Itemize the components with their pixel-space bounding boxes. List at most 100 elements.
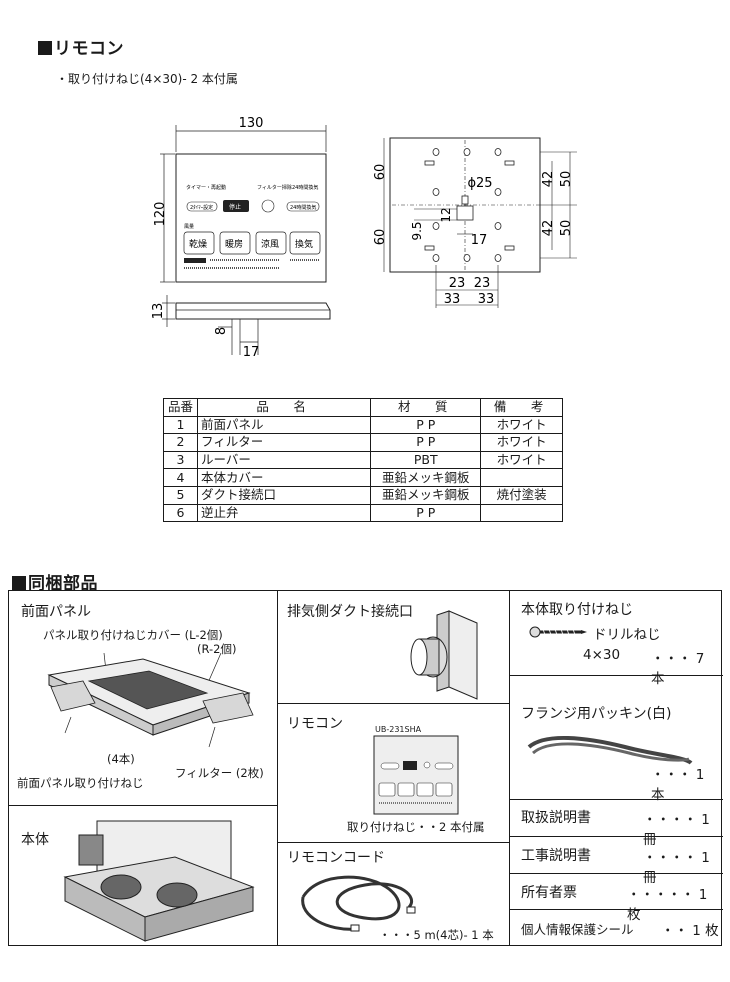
dim-42-upper: 42 [541,171,556,188]
remote-cord-qty: ・・・5 m(4芯)- 1 本 [379,928,494,942]
remote-section-heading: リモコン [38,34,124,59]
row-remark: ホワイト [480,433,563,452]
duct-illustration [410,610,478,700]
row-remark: 焼付塗装 [480,485,563,505]
dim-height-label: 120 [153,202,168,227]
mounting-holes [424,148,515,262]
header-no: 品番 [163,398,198,417]
row-name: ルーバー [196,450,372,470]
front-panel-illustration [47,653,254,748]
row-remark [480,503,563,523]
dim-9-5: 9.5 [410,221,424,240]
row-material: P P [370,415,482,435]
row-name: 前面パネル [196,415,372,435]
row-no: 2 [163,433,198,452]
row-material: 亜鉛メッキ鋼板 [370,468,482,487]
table-row: 2 フィルター P P ホワイト [163,433,563,452]
table-row: 5 ダクト接続口 亜鉛メッキ鋼板 焼付塗装 [163,485,563,505]
cover-label: パネル取り付けねじカバー (L-2個) [43,628,223,642]
row-remark: ホワイト [480,415,563,435]
row-remark: ホワイト [480,450,563,470]
owner-card-qty: ・・・・・ 1 枚 [627,887,708,923]
bundled-section-heading: 同梱部品 [12,569,98,594]
packing-title: フランジ用パッキン(白) [521,706,672,722]
manual-title: 取扱説明書 [521,810,591,826]
dim-33-right: 33 [478,292,495,307]
remote-model-label: UB-231SHA [375,725,422,734]
duct-title: 排気側ダクト接続口 [287,604,413,620]
dim-17: 17 [471,233,488,248]
install-manual-qty: ・・・・ 1 冊 [643,850,710,886]
main-body-title: 本体 [21,832,49,848]
remote-title: リモコン [287,716,343,732]
row-material: 亜鉛メッキ鋼板 [370,485,482,505]
dim-50-lower: 50 [559,220,574,237]
row-name: 本体カバー [196,468,372,487]
dim-offset-label: 17 [243,345,260,360]
remote-illustration [373,735,459,815]
cover-label-r: (R-2個) [197,642,237,656]
install-manual-title: 工事説明書 [521,848,591,864]
dim-12: 12 [439,207,453,222]
dim-23-left: 23 [449,276,466,291]
row-material: P P [370,433,482,452]
owner-card-title: 所有者票 [521,885,577,901]
row-no: 5 [163,485,198,505]
main-body-illustration [63,820,255,942]
bundled-section-title: 同梱部品 [28,574,98,594]
screw-icon [529,626,587,638]
dim-depth-label: 8 [214,327,229,335]
dim-60-upper: 60 [373,164,388,181]
panel-mode-cool: 涼風 [261,238,279,250]
header-remark: 備 考 [480,398,563,417]
square-bullet-icon [12,576,26,590]
row-remark [480,468,563,487]
dim-hole-dia: ϕ25 [467,176,492,191]
remote-screw-note: ・取り付けねじ(4×30)- 2 本付属 [56,72,238,86]
row-no: 3 [163,450,198,470]
remote-back-drawing: 42 50 42 50 60 60 9.5 12 ϕ25 17 23 23 33… [373,137,577,308]
row-no: 6 [163,503,198,523]
remote-cord-title: リモコンコード [287,850,385,866]
remote-side-outline [175,302,331,320]
parts-table: 品番 品 名 材 質 備 考 1 前面パネル P P ホワイト 2 フィルター … [163,398,563,523]
screw-qty: ・・・ 7 本 [651,651,705,687]
row-name: フィルター [196,433,372,452]
privacy-seal-qty: ・・ 1 枚 [661,923,719,939]
dim-60-lower: 60 [373,229,388,246]
table-row: 1 前面パネル P P ホワイト [163,415,563,435]
dim-23-right: 23 [474,276,491,291]
table-row: 4 本体カバー 亜鉛メッキ鋼板 [163,468,563,487]
row-name: ダクト接続口 [196,485,372,505]
dim-33-left: 33 [444,292,461,307]
panel-filter-label: フィルター掃除 [257,184,292,191]
bundled-parts-grid: 前面パネル パネル取り付けねじカバー (L-2個) (R-2個) (4本) 前面… [8,590,723,946]
dim-thickness-label: 13 [151,303,166,320]
panel-24h-label: 24時間換気 [292,184,318,191]
remote-front-drawing: 130 120 タイマー・再起動 フィルター掃除 24時間換気 2ﾀｲﾏｰ設定 … [151,116,331,360]
filter-label: フィルター (2枚) [175,766,264,780]
header-name: 品 名 [196,398,372,417]
manual-qty: ・・・・ 1 冊 [643,812,710,848]
dim-50-upper: 50 [559,171,574,188]
screws-title: 本体取り付けねじ [521,602,633,618]
panel-screw-label: 前面パネル取り付けねじ [17,776,144,790]
panel-fl-label: 風量 [184,223,194,230]
row-material: P P [370,503,482,523]
remote-note: 取り付けねじ・・2 本付属 [347,820,485,834]
table-row: 3 ルーバー PBT ホワイト [163,450,563,470]
packing-qty: ・・・ 1 本 [651,767,705,803]
panel-btn1-label: 2ﾀｲﾏｰ設定 [190,204,213,211]
header-material: 材 質 [370,398,482,417]
panel-stop-label: 停止 [229,203,241,211]
panel-mode-heat: 暖房 [225,238,243,250]
screw-kind: ドリルねじ [593,627,661,643]
front-panel-title: 前面パネル [21,604,91,620]
remote-section-title: リモコン [54,39,124,59]
panel-mode-dry: 乾燥 [189,238,207,250]
table-row: 6 逆止弁 P P [163,503,563,523]
panel-mode-vent: 換気 [295,238,313,250]
screw-count-label: (4本) [107,752,135,766]
row-no: 1 [163,415,198,435]
dim-width-label: 130 [239,116,264,131]
